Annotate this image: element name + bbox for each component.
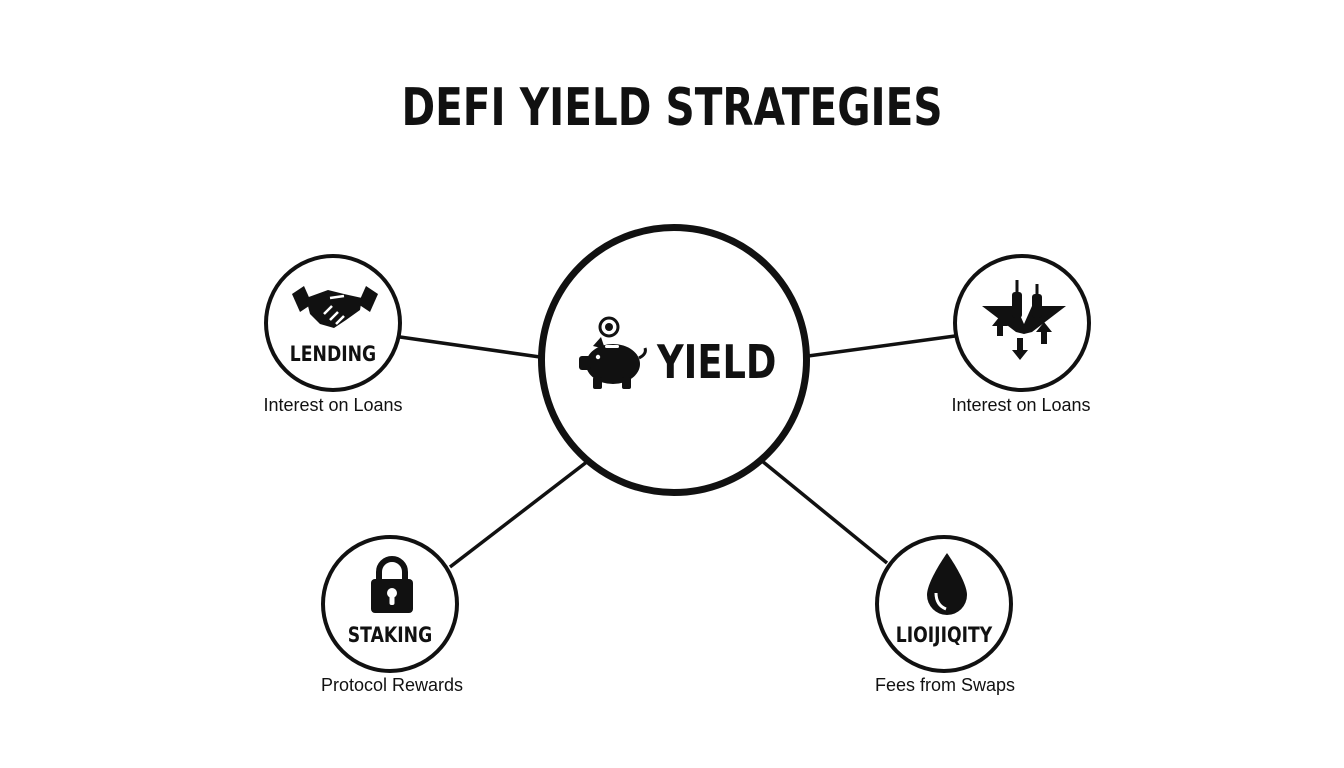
center-node-yield: YIELD — [538, 224, 810, 496]
caption-lending: Interest on Loans — [263, 395, 403, 415]
arrows-exchange-icon — [982, 280, 1066, 360]
node-staking-label: STAKING — [347, 623, 433, 647]
connector-lending — [399, 335, 541, 359]
padlock-icon — [371, 556, 413, 613]
node-liquidity-label: LIOIJIQITY — [895, 623, 993, 647]
center-label: YIELD — [657, 335, 777, 389]
connector-right — [807, 334, 956, 358]
connector-liquidity — [760, 459, 889, 565]
handshake-icon — [292, 286, 378, 328]
node-liquidity: LIOIJIQITY — [875, 535, 1013, 673]
diagram-title: DEFI YIELD STRATEGIES — [401, 78, 943, 138]
node-lending-label: LENDING — [289, 342, 377, 366]
caption-staking: Protocol Rewards — [320, 675, 464, 695]
node-exchange — [953, 254, 1091, 392]
caption-liquidity: Fees from Swaps — [874, 675, 1016, 695]
droplet-icon — [927, 553, 967, 615]
node-lending: LENDING — [264, 254, 402, 392]
piggy-bank-icon — [579, 316, 647, 389]
caption-exchange: Interest on Loans — [951, 395, 1091, 415]
connector-staking — [448, 459, 590, 569]
node-staking: STAKING — [321, 535, 459, 673]
